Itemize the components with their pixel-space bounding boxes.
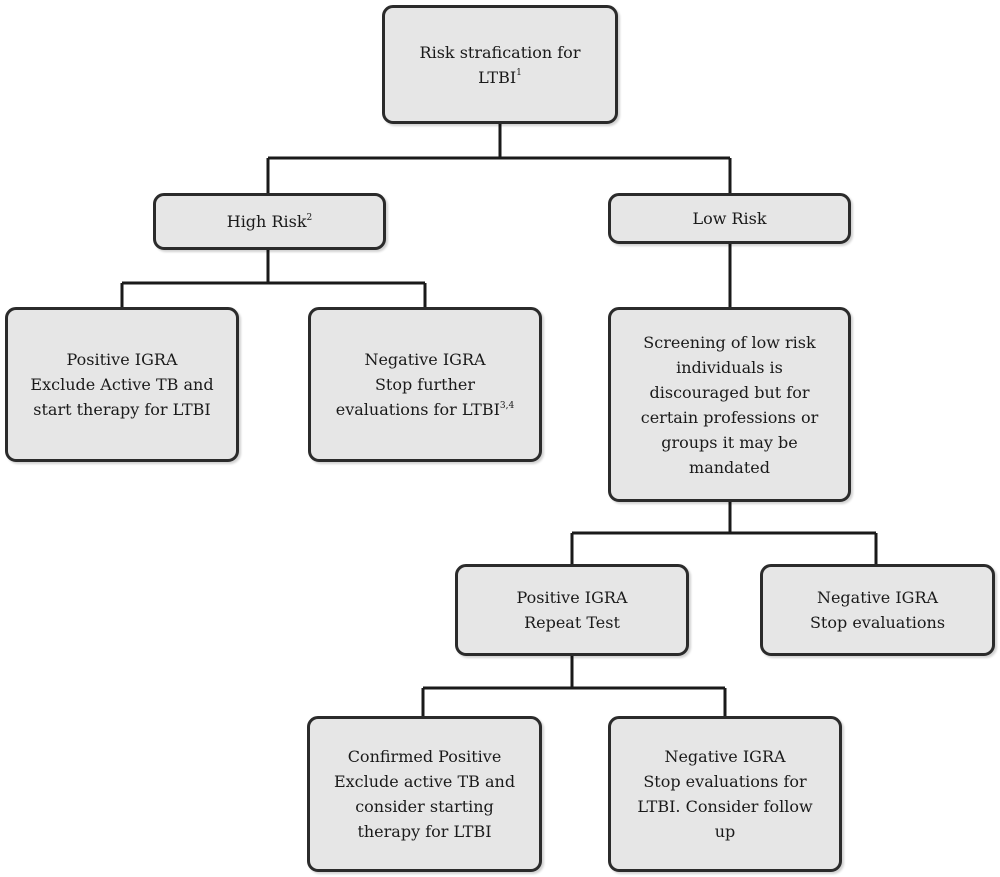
node-risk-stratification: Risk strafication for LTBI1 xyxy=(382,5,618,124)
node-low-risk-screening: Screening of low risk individuals is dis… xyxy=(608,307,851,502)
node-low-negative-igra: Negative IGRA Stop evaluations xyxy=(760,564,995,656)
node-line: Stop evaluations for xyxy=(643,772,807,791)
node-line: Confirmed Positive xyxy=(347,747,502,766)
node-line: evaluations for LTBI3,4 xyxy=(335,400,515,419)
node-line: Positive IGRA xyxy=(516,588,628,607)
node-line: certain professions or xyxy=(640,407,819,427)
node-line: Exclude active TB and xyxy=(333,772,516,791)
node-line: Repeat Test xyxy=(524,613,620,632)
node-confirmed-positive: Confirmed Positive Exclude active TB and… xyxy=(307,716,542,872)
node-low-risk: Low Risk xyxy=(608,193,851,244)
node-line: mandated xyxy=(689,457,770,477)
footnote-marker: 2 xyxy=(306,212,313,223)
node-line: Stop further xyxy=(374,375,476,394)
node-line: Positive IGRA xyxy=(66,350,178,369)
node-high-risk-label: High Risk2 xyxy=(226,212,313,231)
node-high-positive-igra: Positive IGRA Exclude Active TB and star… xyxy=(5,307,239,462)
node-high-risk: High Risk2 xyxy=(153,193,386,250)
node-line: Negative IGRA xyxy=(664,747,786,766)
node-line: Negative IGRA xyxy=(816,588,939,607)
node-line: start therapy for LTBI xyxy=(33,400,211,419)
node-low-positive-igra: Positive IGRA Repeat Test xyxy=(455,564,689,656)
node-low-risk-label: Low Risk xyxy=(692,209,767,228)
node-high-negative-igra: Negative IGRA Stop further evaluations f… xyxy=(308,307,542,462)
node-line: up xyxy=(714,822,736,841)
footnote-marker: 3,4 xyxy=(499,400,515,411)
node-line: Stop evaluations xyxy=(809,613,946,632)
node-risk-stratification-line2: LTBI1 xyxy=(478,67,522,87)
node-line: therapy for LTBI xyxy=(357,822,492,841)
node-repeat-negative-igra: Negative IGRA Stop evaluations for LTBI.… xyxy=(608,716,842,872)
node-line: Negative IGRA xyxy=(364,350,486,369)
node-line: consider starting xyxy=(355,797,494,816)
node-line: discouraged but for xyxy=(649,382,810,402)
node-line: Exclude Active TB and xyxy=(30,375,214,394)
node-risk-stratification-line1: Risk strafication for xyxy=(419,42,581,62)
node-line: individuals is xyxy=(676,357,783,377)
node-line: groups it may be xyxy=(661,432,798,452)
footnote-marker: 1 xyxy=(516,68,522,79)
node-line: LTBI. Consider follow xyxy=(637,797,813,816)
node-line: Screening of low risk xyxy=(643,332,816,352)
